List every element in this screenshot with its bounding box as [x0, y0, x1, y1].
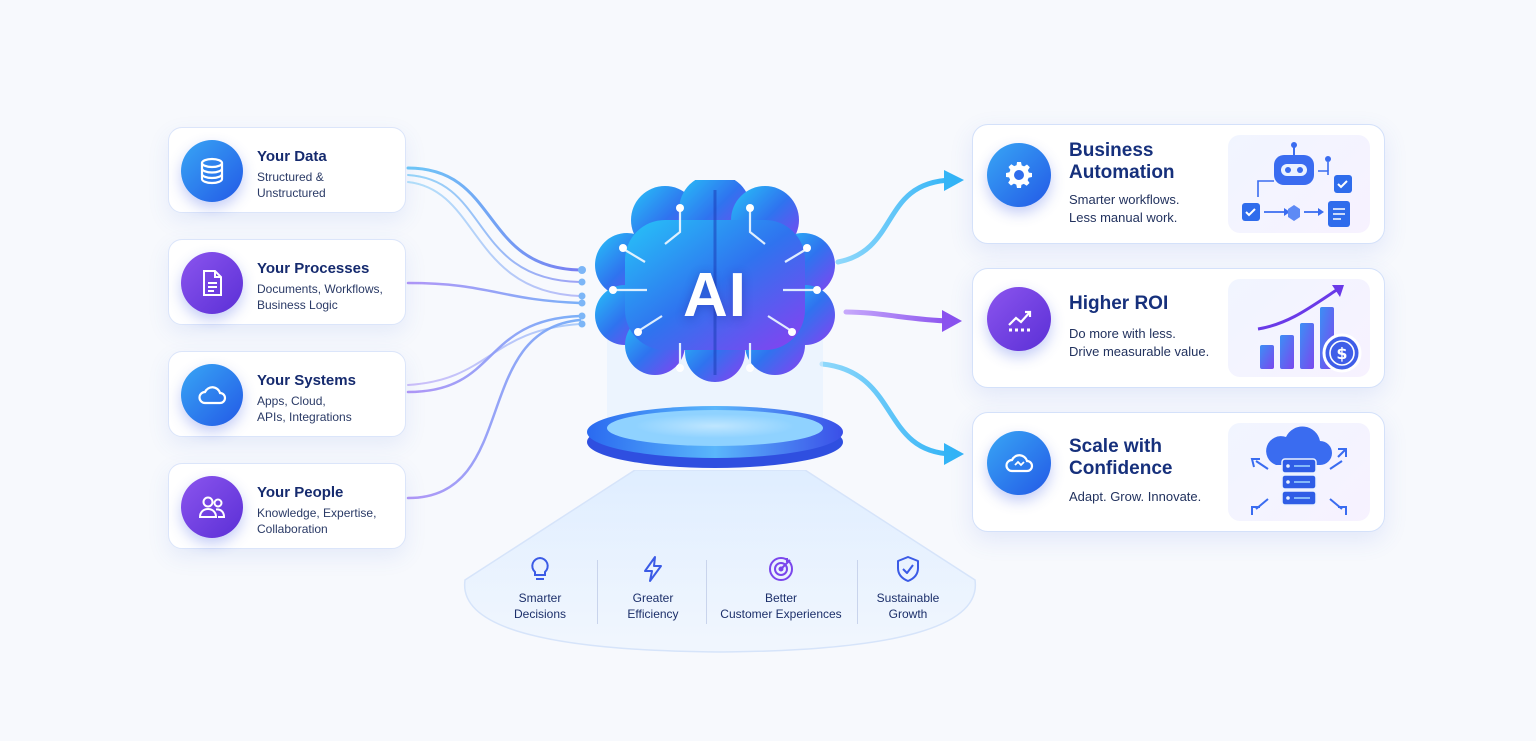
arrowhead-roi [942, 310, 962, 332]
cloud-server-icon [1228, 423, 1370, 521]
input-title: Your Data [257, 148, 327, 165]
output-desc-line2: Drive measurable value. [1069, 344, 1210, 359]
flow-out-roi [843, 309, 953, 324]
input-desc-line1: Structured & [257, 170, 324, 184]
input-desc-line2: Unstructured [257, 186, 326, 200]
lightbulb-icon [525, 554, 555, 584]
benefit-line1: Smarter [518, 591, 562, 605]
benefit-sustainable-growth: Sustainable Growth [863, 554, 953, 622]
divider [706, 560, 707, 624]
gear-icon [987, 143, 1051, 207]
flow-data-1 [406, 166, 582, 272]
flow-out-automation [835, 177, 955, 265]
shield-check-icon [893, 554, 923, 584]
benefit-smarter-decisions: Smarter Decisions [495, 554, 585, 622]
output-card-scale: Scale with Confidence Adapt. Grow. Innov… [972, 412, 1385, 532]
input-title: Your People [257, 484, 344, 501]
flow-people [406, 318, 582, 500]
input-desc-line1: Knowledge, Expertise, [257, 506, 377, 520]
benefit-greater-efficiency: Greater Efficiency [608, 554, 698, 622]
bar-chart-dollar-icon: $ [1228, 279, 1370, 377]
robot-workflow-icon [1228, 135, 1370, 233]
input-title: Your Systems [257, 372, 356, 389]
ai-brain: AI [585, 174, 845, 480]
benefit-line2: Customer Experiences [720, 607, 842, 621]
input-card-systems: Your Systems Apps, Cloud, APIs, Integrat… [168, 351, 406, 437]
cloud-icon [181, 364, 243, 426]
output-title-line1: Business [1069, 140, 1154, 161]
lightning-icon [638, 554, 668, 584]
arrowhead-automation [944, 170, 964, 191]
ai-brain-graphic [587, 174, 843, 468]
ai-label: AI [683, 261, 747, 330]
output-title-line2: Automation [1069, 162, 1175, 183]
flow-data-3 [407, 181, 581, 297]
flow-out-scale [819, 361, 955, 457]
output-title-line1: Scale with [1069, 436, 1162, 457]
output-desc-line1: Adapt. Grow. Innovate. [1069, 489, 1202, 504]
flow-data-2 [407, 174, 581, 283]
input-card-processes: Your Processes Documents, Workflows, Bus… [168, 239, 406, 325]
input-card-people: Your People Knowledge, Expertise, Collab… [168, 463, 406, 549]
input-desc-line1: Apps, Cloud, [257, 394, 326, 408]
benefit-line1: Better [764, 591, 797, 605]
output-desc-line1: Smarter workflows. [1069, 192, 1180, 207]
input-desc-line2: Collaboration [257, 522, 328, 536]
output-desc-line1: Do more with less. [1069, 326, 1176, 341]
growth-chart-icon [987, 287, 1051, 351]
input-desc-line1: Documents, Workflows, [257, 282, 383, 296]
benefit-line2: Growth [888, 607, 928, 621]
flow-processes [406, 281, 582, 305]
svg-text:$: $ [1336, 344, 1347, 363]
flow-systems-2 [407, 323, 581, 386]
output-title-line1: Higher ROI [1069, 293, 1169, 314]
benefit-line2: Efficiency [627, 607, 679, 621]
divider [857, 560, 858, 624]
light-cone [463, 470, 977, 653]
divider [597, 560, 598, 624]
document-icon [181, 252, 243, 314]
input-card-data: Your Data Structured & Unstructured [168, 127, 406, 213]
people-icon [181, 476, 243, 538]
input-desc-line2: APIs, Integrations [257, 410, 352, 424]
benefits-panel: Smarter Decisions Greater Efficiency Bet… [455, 470, 985, 655]
output-title-line2: Confidence [1069, 458, 1173, 479]
benefit-line2: Decisions [513, 607, 567, 621]
input-title: Your Processes [257, 260, 370, 277]
input-desc-line2: Business Logic [257, 298, 338, 312]
database-icon [181, 140, 243, 202]
output-desc-line2: Less manual work. [1069, 210, 1178, 225]
output-card-automation: Business Automation Smarter workflows. L… [972, 124, 1385, 244]
benefit-line1: Greater [632, 591, 674, 605]
target-icon [766, 554, 796, 584]
arrowhead-scale [944, 443, 964, 465]
benefit-better-customer-experiences: Better Customer Experiences [713, 554, 849, 622]
benefit-line1: Sustainable [876, 591, 940, 605]
cloud-sync-icon [987, 431, 1051, 495]
output-card-roi: Higher ROI Do more with less. Drive meas… [972, 268, 1385, 388]
